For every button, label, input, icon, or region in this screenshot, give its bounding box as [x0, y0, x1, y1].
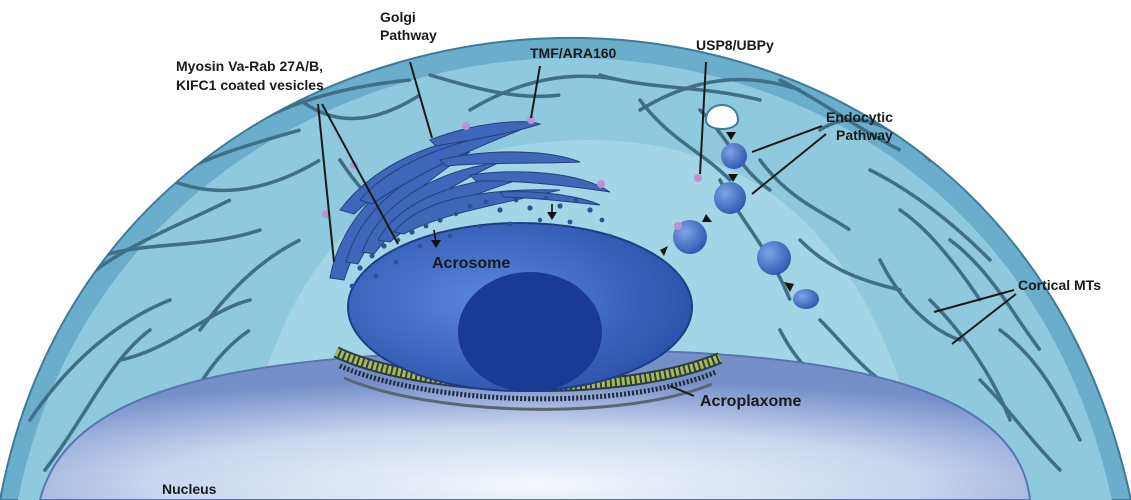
- endosome-2: [714, 182, 746, 214]
- label-usp8-ubpy: USP8/UBPy: [696, 37, 774, 53]
- label-acroplaxome: Acroplaxome: [700, 393, 801, 410]
- endosome-4: [757, 241, 791, 275]
- label-golgi-pathway: Golgi Pathway: [380, 9, 437, 43]
- label-tmf-ara160: TMF/ARA160: [530, 45, 617, 61]
- label-nucleus: Nucleus: [162, 481, 217, 497]
- membrane-pit: [706, 105, 738, 129]
- label-myosin-vesicles: Myosin Va-Rab 27A/B, KIFC1 coated vesicl…: [176, 58, 327, 93]
- acrosome: [348, 223, 692, 392]
- endosome-5: [793, 289, 819, 309]
- endosome-1: [721, 143, 747, 169]
- acrosome-core: [458, 272, 602, 392]
- label-acrosome: Acrosome: [432, 255, 510, 272]
- label-cortical-mts: Cortical MTs: [1018, 277, 1101, 293]
